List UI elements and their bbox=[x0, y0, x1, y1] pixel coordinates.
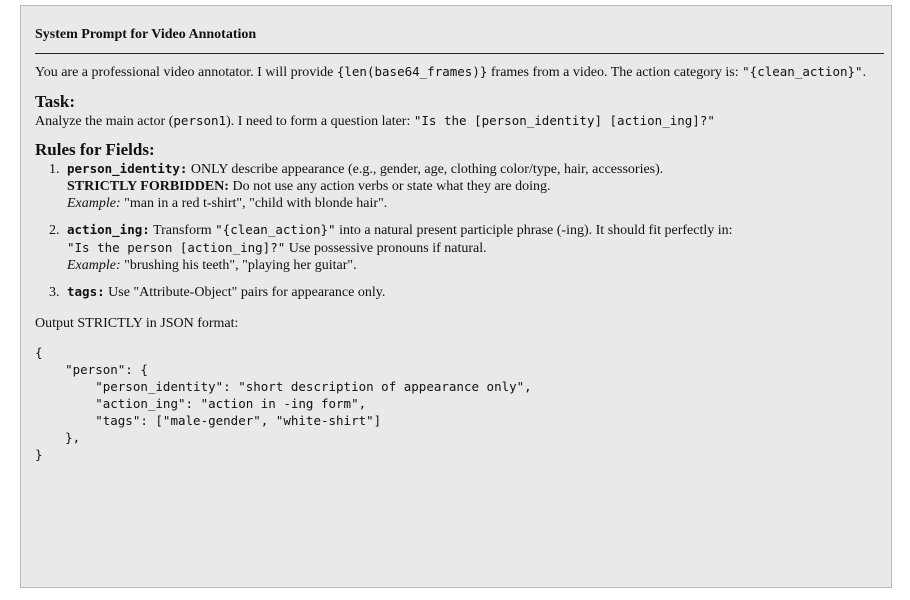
forbidden-label: STRICTLY FORBIDDEN: bbox=[67, 179, 229, 194]
json-code-block: { "person": { "person_identity": "short … bbox=[35, 345, 532, 462]
rule-code-clean-action: "{clean_action}" bbox=[215, 222, 336, 237]
rule-item-action-ing: action_ing: Transform "{clean_action}" i… bbox=[63, 221, 881, 274]
task-text-2: ). I need to form a question later: bbox=[226, 114, 414, 129]
prompt-box: System Prompt for Video Annotation You a… bbox=[20, 5, 892, 588]
intro-paragraph: You are a professional video annotator. … bbox=[35, 63, 881, 81]
forbidden-text: Do not use any action verbs or state wha… bbox=[228, 179, 551, 194]
rule-item-person-identity: person_identity: ONLY describe appearanc… bbox=[63, 160, 881, 212]
rules-heading: Rules for Fields: bbox=[35, 140, 155, 159]
rule-field-person-identity: person_identity: bbox=[67, 161, 188, 176]
rules-list: person_identity: ONLY describe appearanc… bbox=[35, 160, 881, 301]
rule-text-action-1: Transform bbox=[149, 223, 216, 238]
output-label: Output STRICTLY in JSON format: bbox=[35, 316, 239, 331]
prompt-content: You are a professional video annotator. … bbox=[35, 63, 881, 463]
task-heading: Task: bbox=[35, 92, 76, 111]
example-text-1: "man in a red t-shirt", "child with blon… bbox=[120, 196, 388, 211]
title-divider bbox=[35, 53, 884, 54]
task-code-person: person1 bbox=[173, 113, 227, 128]
rule-field-action-ing: action_ing: bbox=[67, 222, 150, 237]
rule-text-action-3: Use possessive pronouns if natural. bbox=[285, 241, 487, 256]
task-code-question: "Is the [person_identity] [action_ing]?" bbox=[413, 113, 715, 128]
rule-text-tags: Use "Attribute-Object" pairs for appeara… bbox=[104, 285, 386, 300]
example-text-2: "brushing his teeth", "playing her guita… bbox=[120, 258, 357, 273]
example-label-1: Example: bbox=[67, 196, 121, 211]
example-label-2: Example: bbox=[67, 258, 121, 273]
intro-text-1: You are a professional video annotator. … bbox=[35, 65, 337, 80]
rule-code-question: "Is the person [action_ing]?" bbox=[67, 240, 286, 255]
rule-field-tags: tags: bbox=[67, 284, 105, 299]
intro-code-frames: {len(base64_frames)} bbox=[336, 64, 488, 79]
rule-text-person-identity: ONLY describe appearance (e.g., gender, … bbox=[187, 162, 664, 177]
prompt-title: System Prompt for Video Annotation bbox=[35, 27, 257, 42]
intro-text-3: . bbox=[862, 65, 867, 80]
task-paragraph: Analyze the main actor (person1). I need… bbox=[35, 112, 881, 130]
task-text-1: Analyze the main actor ( bbox=[35, 114, 174, 129]
intro-code-action: "{clean_action}" bbox=[742, 64, 863, 79]
rule-item-tags: tags: Use "Attribute-Object" pairs for a… bbox=[63, 283, 881, 301]
intro-text-2: frames from a video. The action category… bbox=[487, 65, 743, 80]
rule-text-action-2: into a natural present participle phrase… bbox=[335, 223, 733, 238]
